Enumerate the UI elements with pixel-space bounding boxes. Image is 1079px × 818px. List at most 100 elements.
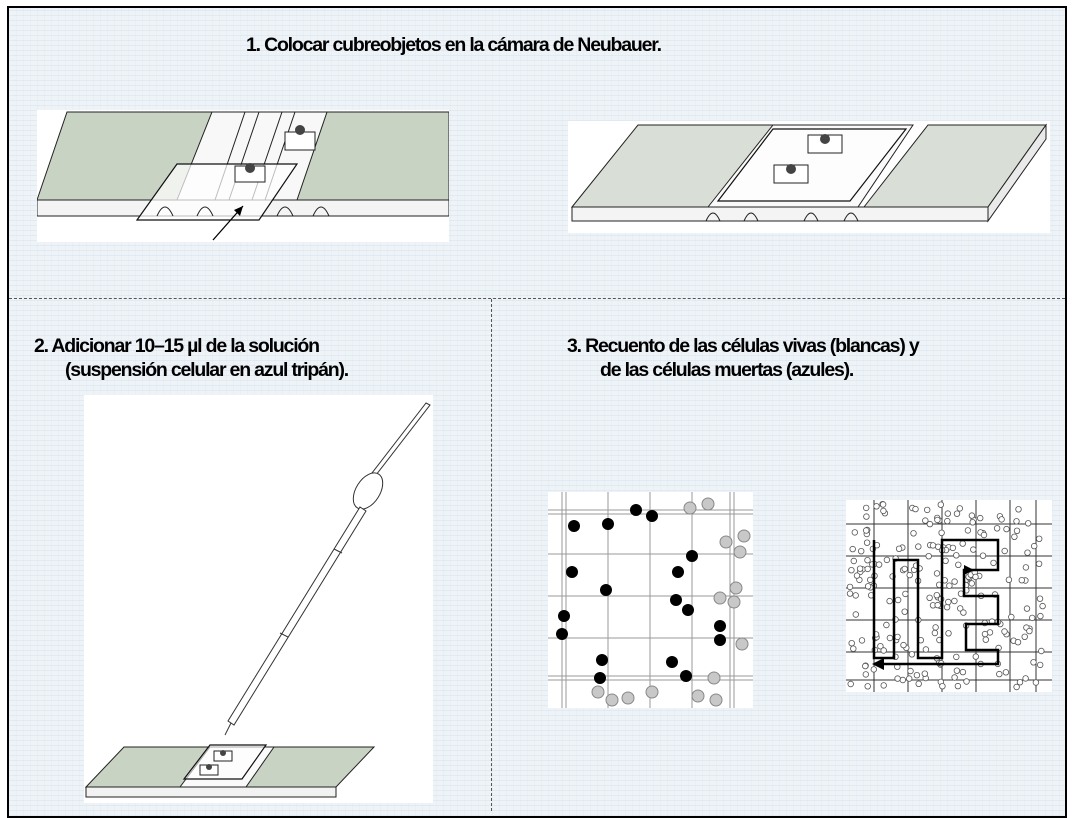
cell-dot (1016, 678, 1024, 686)
cell-dot (939, 682, 946, 690)
cell-dot (870, 666, 877, 673)
cell-dot (1001, 628, 1008, 635)
cell-dot (883, 556, 891, 564)
cell-dot (886, 597, 893, 605)
cell-dot (856, 565, 864, 572)
cell-dot (1024, 520, 1032, 527)
cell-dot (895, 545, 903, 552)
cell-dot (937, 501, 944, 508)
cell-dot (959, 540, 966, 547)
cell-dot (1018, 576, 1025, 584)
cell-dot (1028, 614, 1036, 622)
cell-dot (863, 539, 871, 546)
cell-dot (864, 583, 872, 590)
horizontal-divider (9, 298, 1065, 299)
cell-dot (963, 678, 970, 685)
cell-dot (873, 503, 880, 510)
cell-dot (953, 510, 961, 517)
cell-dot (1001, 547, 1008, 555)
cell-dot (944, 517, 951, 525)
chamber-coverslip-placed-illustration (568, 121, 1050, 233)
cell-dot (1032, 679, 1040, 686)
cell-dot (906, 571, 913, 579)
cell-dot (901, 608, 908, 615)
cell-dot (979, 552, 987, 559)
cell-dot (938, 529, 945, 536)
cell-dot (953, 667, 961, 674)
cell-dot (1022, 675, 1029, 682)
cell-dot (946, 582, 953, 589)
cell-dot (863, 504, 870, 512)
cell-dot (915, 543, 922, 550)
cell-dot (976, 514, 984, 522)
cell-dot (970, 546, 977, 553)
cell-dot (955, 561, 962, 569)
cell-dot (899, 676, 906, 684)
cell-dot (969, 519, 976, 526)
cell-dot (1011, 533, 1018, 540)
cell-dot (926, 594, 933, 601)
cell-dot (906, 675, 913, 682)
cell-dot (1030, 542, 1038, 550)
cell-dot (852, 592, 859, 599)
cell-dot (951, 597, 958, 605)
cell-dot (953, 653, 960, 661)
cell-dot (968, 580, 975, 587)
cell-dot (894, 596, 902, 604)
cell-dot (1026, 627, 1033, 635)
cell-dot (956, 505, 963, 512)
cell-dot (912, 505, 919, 513)
cell-dot (894, 675, 901, 682)
cell-dot (1030, 659, 1037, 666)
cell-dot (998, 516, 1005, 523)
cell-dot (1036, 595, 1044, 602)
cell-dot (902, 590, 909, 598)
cell-dot (926, 520, 934, 528)
cell-dot (981, 630, 989, 638)
cell-dot (922, 646, 930, 653)
cell-dot (1013, 527, 1021, 534)
step3-line2: de las células muertas (azules). (600, 359, 854, 381)
cell-dot (968, 512, 976, 519)
cell-dot (934, 601, 941, 609)
cell-dot (953, 552, 960, 559)
cell-dot (880, 682, 887, 689)
cell-dot (846, 583, 854, 591)
cell-dot (862, 662, 869, 670)
cell-dot (852, 611, 859, 618)
cell-dot (879, 501, 887, 508)
cell-dot (943, 603, 951, 611)
cell-dot (853, 572, 861, 579)
cell-dot (932, 624, 939, 631)
cell-dot (910, 530, 917, 537)
cell-dot (933, 570, 941, 577)
cell-dot (864, 683, 871, 690)
cell-dot (894, 633, 901, 641)
cell-dot (929, 542, 937, 549)
cell-dot (1024, 549, 1031, 556)
cell-dot (931, 629, 939, 637)
cell-dot (1037, 612, 1044, 620)
cell-dot (960, 609, 967, 616)
cell-dot (1035, 560, 1043, 567)
cell-dot (849, 545, 856, 553)
cell-dot (901, 565, 908, 573)
step3-line1: 3. Recuento de las células vivas (blanca… (567, 335, 920, 357)
cell-dot (972, 573, 979, 581)
cell-dot (1036, 661, 1044, 669)
cell-dot (907, 667, 914, 675)
step2-line2: (suspensión celular en azul tripán). (65, 359, 349, 381)
cell-dot (848, 566, 855, 574)
cell-dot (863, 513, 870, 520)
cell-dot (847, 680, 854, 688)
counting-path-illustration (846, 500, 1052, 692)
cell-dot (1013, 518, 1020, 525)
cell-dot (996, 670, 1003, 678)
cell-dot (949, 544, 957, 552)
cell-dot (956, 605, 964, 612)
cell-dot (1039, 602, 1046, 610)
cell-dot (925, 553, 932, 560)
cell-dot (993, 525, 1001, 532)
cell-dot (1038, 647, 1045, 655)
cell-dot (864, 557, 871, 564)
